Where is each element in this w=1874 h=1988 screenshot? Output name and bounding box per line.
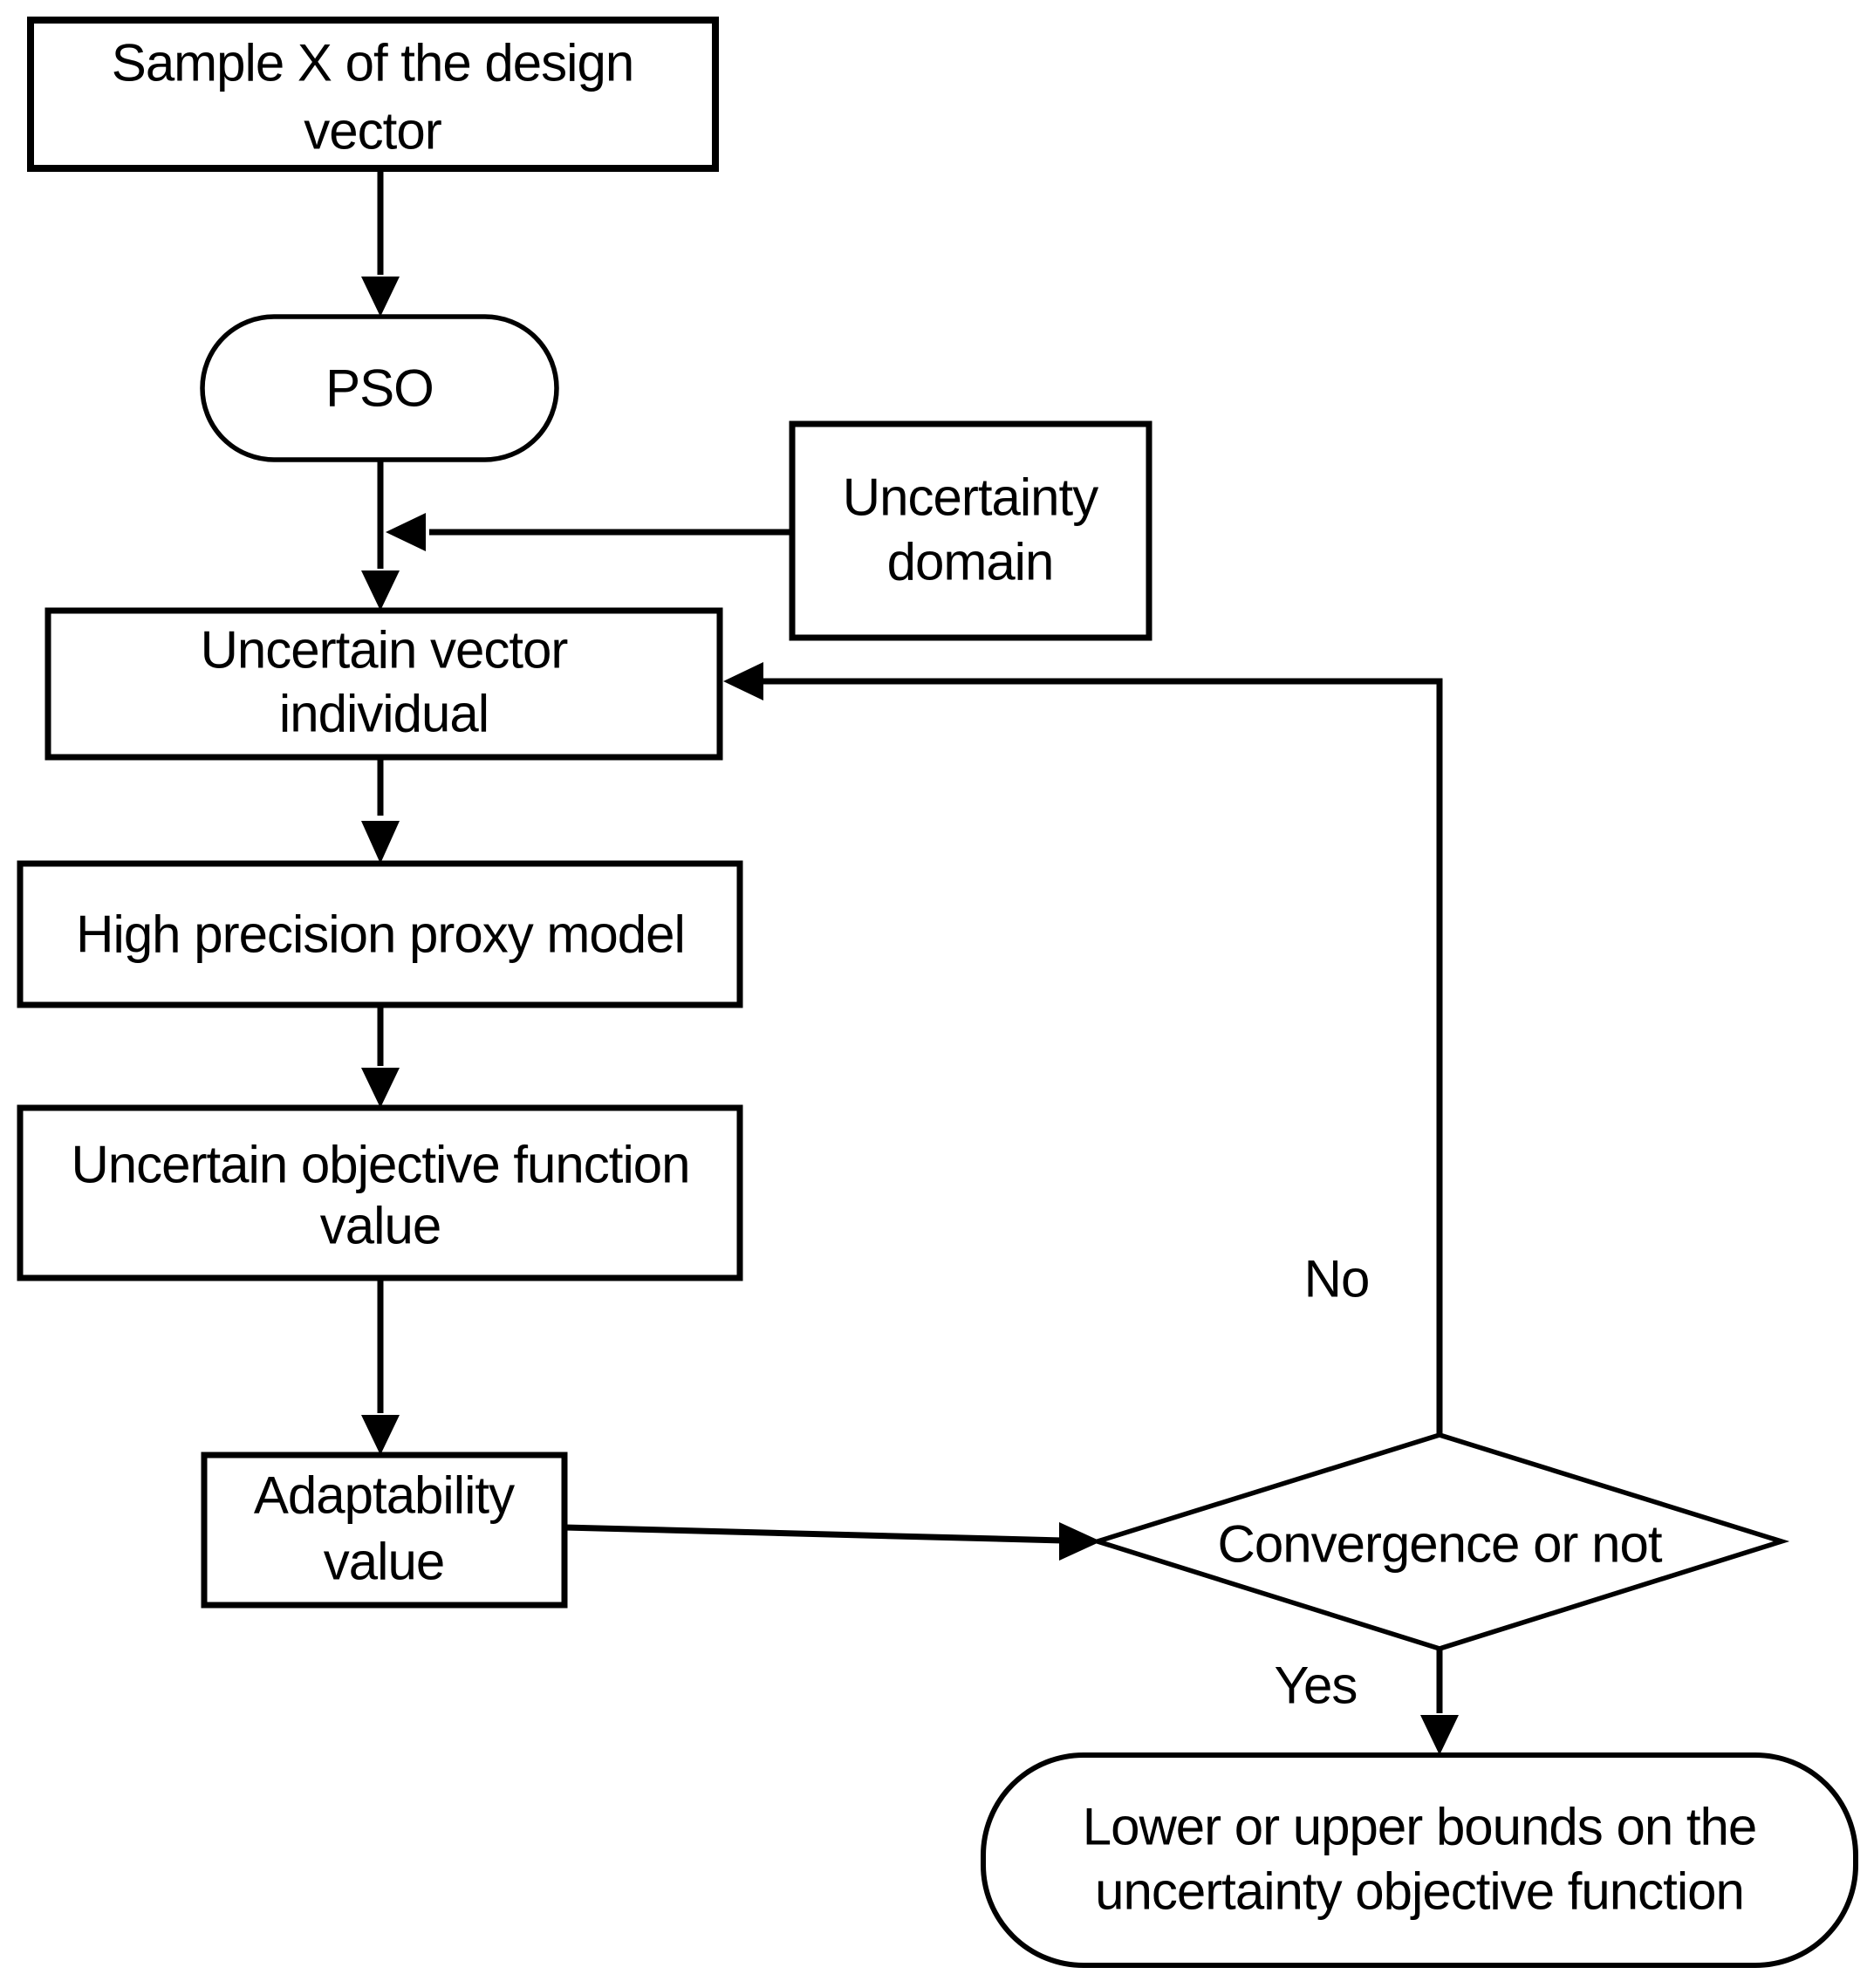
uncertainty-domain-label-line2: domain: [887, 533, 1054, 591]
node-adaptability-value: Adaptability value: [201, 1452, 568, 1609]
edge-uncertain-vector-to-proxy-model: [361, 757, 400, 864]
uncertain-vector-individual-label-line1: Uncertain vector: [201, 621, 568, 680]
edge-adaptability-to-convergence-line: [564, 1524, 1064, 1544]
arrowhead-into-uncertain-vector-icon: [361, 570, 400, 611]
uncertainty-domain-label-line1: Uncertainty: [843, 468, 1098, 527]
node-pso: PSO: [200, 314, 559, 462]
uncertain-vector-individual-label-line2: individual: [279, 685, 489, 743]
edge-sample-to-pso: [361, 168, 400, 317]
node-high-precision-proxy-model: High precision proxy model: [17, 860, 743, 1008]
high-precision-proxy-model-box: [17, 860, 743, 1008]
edge-convergence-no-loop: No: [723, 662, 1443, 1435]
bounds-output-label-line1: Lower or upper bounds on the: [1083, 1798, 1757, 1856]
node-uncertain-objective-function-value: Uncertain objective function value: [17, 1104, 743, 1281]
arrowhead-into-proxy-model-icon: [361, 821, 400, 864]
arrowhead-into-bounds-output-icon: [1420, 1715, 1459, 1755]
arrowhead-left-into-flow-icon: [386, 513, 426, 551]
node-uncertainty-domain: Uncertainty domain: [789, 420, 1152, 641]
sample-design-vector-label-line1: Sample X of the design: [112, 34, 633, 92]
pso-label: PSO: [325, 359, 434, 418]
arrowhead-into-convergence-icon: [1059, 1522, 1101, 1561]
edge-convergence-yes: Yes: [1275, 1649, 1459, 1755]
sample-design-vector-label-line2: vector: [304, 102, 441, 161]
node-convergence-decision: Convergence or not: [1089, 1432, 1790, 1651]
bounds-output-shape: [981, 1752, 1858, 1968]
edge-uncertainty-domain-to-main-flow: [386, 513, 792, 551]
uncertainty-domain-box: [789, 420, 1152, 641]
adaptability-value-box: [201, 1452, 568, 1609]
sample-design-vector-box: [27, 17, 719, 172]
arrowhead-into-adaptability-icon: [361, 1415, 400, 1455]
no-branch-label: No: [1304, 1250, 1370, 1308]
high-precision-proxy-model-label: High precision proxy model: [76, 905, 685, 964]
arrowhead-into-objective-value-icon: [361, 1068, 400, 1108]
edge-pso-to-uncertain-vector: [361, 460, 400, 611]
node-uncertain-vector-individual: Uncertain vector individual: [44, 607, 723, 761]
uncertain-objective-value-label-line2: value: [320, 1197, 441, 1255]
convergence-label: Convergence or not: [1218, 1515, 1663, 1574]
edge-no-loop-line: [763, 678, 1443, 1435]
bounds-output-label-line2: uncertainty objective function: [1095, 1862, 1744, 1921]
edge-objective-value-to-adaptability: [361, 1278, 400, 1455]
adaptability-value-label-line2: value: [324, 1533, 444, 1591]
uncertain-objective-value-label-line1: Uncertain objective function: [71, 1136, 689, 1194]
node-sample-design-vector: Sample X of the design vector: [27, 17, 719, 172]
arrowhead-into-pso-icon: [361, 277, 400, 317]
arrowhead-no-loop-into-uncertain-vector-icon: [723, 662, 763, 700]
uncertain-vector-individual-box: [44, 607, 723, 761]
edge-proxy-model-to-objective-value: [361, 1005, 400, 1108]
node-bounds-output: Lower or upper bounds on the uncertainty…: [981, 1752, 1858, 1968]
adaptability-value-label-line1: Adaptability: [254, 1466, 515, 1525]
yes-branch-label: Yes: [1275, 1657, 1358, 1715]
edge-adaptability-to-convergence: [564, 1522, 1101, 1561]
